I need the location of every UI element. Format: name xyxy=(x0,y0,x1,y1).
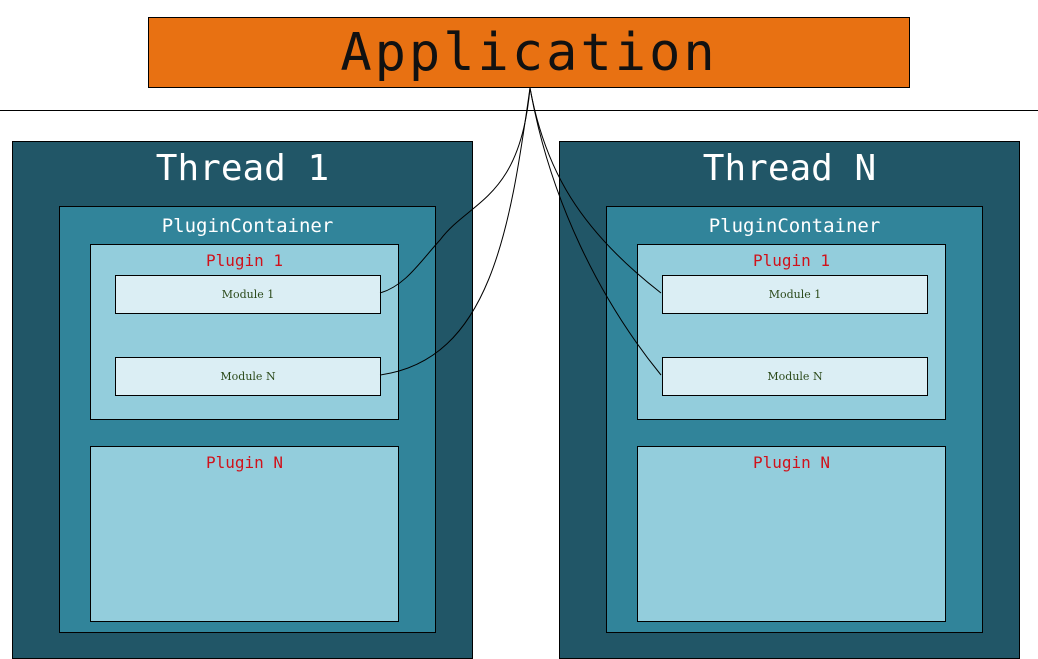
plugin-1-title-thread-n: Plugin 1 xyxy=(752,251,831,270)
module-n-label-thread-n: Module N xyxy=(767,370,823,383)
plugin-1-box-thread-1: Plugin 1 Module 1 Module N xyxy=(90,244,399,420)
module-1-box-thread-n: Module 1 xyxy=(662,275,928,314)
module-1-label-thread-n: Module 1 xyxy=(768,288,822,301)
plugin-n-title-thread-1: Plugin N xyxy=(205,453,284,472)
thread-box-n: Thread N PluginContainer Plugin 1 Module… xyxy=(559,141,1020,659)
thread-title-1: Thread 1 xyxy=(155,148,330,189)
plugin-n-box-thread-1: Plugin N xyxy=(90,446,399,622)
application-label: Application xyxy=(340,22,718,83)
plugin-container-1: PluginContainer Plugin 1 Module 1 Module… xyxy=(59,206,436,633)
plugin-n-title-thread-n: Plugin N xyxy=(752,453,831,472)
plugin-n-box-thread-n: Plugin N xyxy=(637,446,946,622)
thread-box-1: Thread 1 PluginContainer Plugin 1 Module… xyxy=(12,141,473,659)
thread-title-n: Thread N xyxy=(702,148,877,189)
plugin-container-n: PluginContainer Plugin 1 Module 1 Module… xyxy=(606,206,983,633)
module-n-box-thread-n: Module N xyxy=(662,357,928,396)
module-1-box-thread-1: Module 1 xyxy=(115,275,381,314)
plugin-container-title-n: PluginContainer xyxy=(708,215,881,237)
divider-line xyxy=(0,110,1038,111)
plugin-1-title-thread-1: Plugin 1 xyxy=(205,251,284,270)
module-n-label-thread-1: Module N xyxy=(220,370,276,383)
plugin-1-box-thread-n: Plugin 1 Module 1 Module N xyxy=(637,244,946,420)
plugin-container-title-1: PluginContainer xyxy=(161,215,334,237)
module-n-box-thread-1: Module N xyxy=(115,357,381,396)
application-box: Application xyxy=(148,17,910,88)
module-1-label-thread-1: Module 1 xyxy=(221,288,275,301)
